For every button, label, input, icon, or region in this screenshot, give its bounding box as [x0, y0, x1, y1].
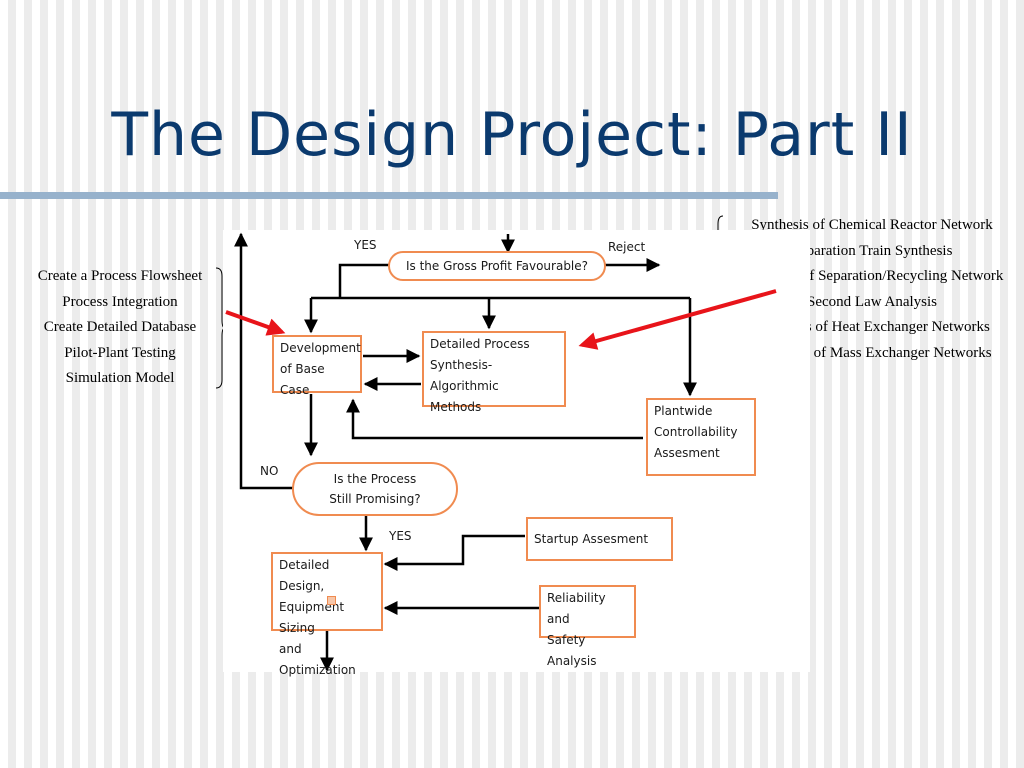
red-arrow-right — [578, 289, 777, 350]
right-list-item: Synthesis of Mass Exchanger Networks — [752, 344, 992, 361]
right-list-item: Separation Train Synthesis — [791, 242, 953, 259]
left-topic-list: Create a Process Flowsheet Process Integ… — [22, 264, 218, 392]
small-marker — [327, 596, 336, 605]
right-list-item: Synthesis of Chemical Reactor Network — [751, 217, 993, 233]
flowchart-panel: Is the Gross Profit Favourable? YES Reje… — [223, 230, 810, 677]
right-list-item: Synthesis of Heat Exchanger Networks — [754, 319, 990, 335]
left-list-item: Create a Process Flowsheet — [37, 268, 203, 284]
box-detailed-design: Detailed Design, Equipment Sizing and Op… — [271, 552, 383, 677]
label-yes-top: YES — [354, 238, 377, 252]
red-arrow-left — [225, 310, 286, 336]
decision-still-promising: Is the Process Still Promising? — [292, 462, 458, 516]
box-plantwide-controllability: Plantwide Controllability Assesment — [646, 398, 756, 476]
left-list-item: Simulation Model — [65, 370, 175, 386]
label-yes-bottom: YES — [389, 529, 412, 543]
connector-line — [338, 263, 389, 298]
left-list-item: Create Detailed Database — [43, 319, 197, 335]
label-no: NO — [260, 464, 279, 478]
connector-arrow — [346, 398, 643, 440]
left-list-item: Process Integration — [62, 293, 178, 310]
right-list-item: Second Law Analysis — [807, 293, 937, 310]
box-reliability-safety: Reliability and Safety Analysis — [539, 585, 636, 668]
decision-gross-profit: Is the Gross Profit Favourable? — [388, 251, 606, 281]
box-detailed-synthesis: Detailed Process Synthesis-Algorithmic M… — [422, 331, 566, 414]
left-list-item: Pilot-Plant Testing — [64, 344, 176, 361]
title-underline — [0, 192, 778, 199]
box-startup-assessment: Startup Assesment — [526, 517, 673, 561]
slide-title: The Design Project: Part II — [111, 100, 913, 170]
flowchart-connectors — [234, 232, 697, 672]
box-base-case: Development of Base Case — [272, 335, 362, 397]
label-reject: Reject — [608, 240, 646, 254]
connector-arrow — [383, 534, 525, 571]
